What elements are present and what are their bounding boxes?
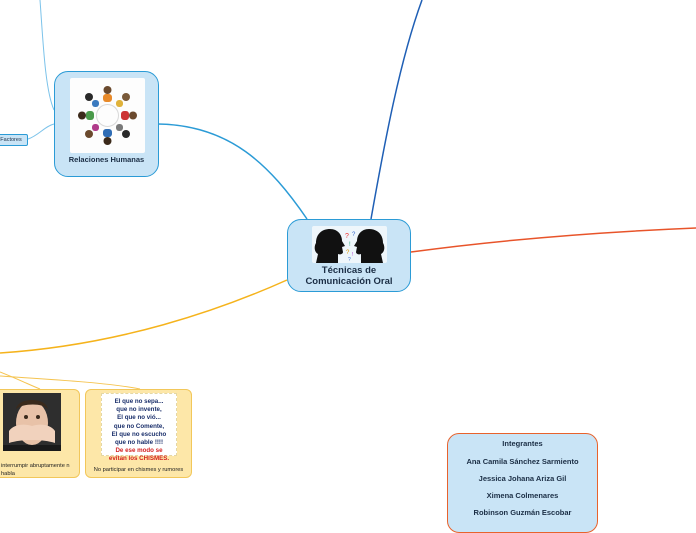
quote-line: El que no escucho	[111, 430, 167, 438]
quote-line-highlight: evitan los CHISMES.	[108, 455, 170, 463]
interrupt-card-text: interrumpir abruptamente n habla	[1, 463, 70, 477]
quote-line: El que no vió...	[117, 414, 161, 422]
chismes-quote-image: El que no sepa... que no invente, El que…	[101, 393, 177, 462]
svg-text:?: ?	[348, 257, 351, 263]
branch-top-left	[39, 0, 55, 111]
people-circle-image	[70, 78, 145, 153]
two-heads-image: ? ! ? ? ! ?	[312, 226, 387, 263]
man-covering-mouth-image	[3, 393, 61, 451]
relaciones-humanas-title: Relaciones Humanas	[68, 155, 145, 164]
relaciones-humanas-node[interactable]: Relaciones Humanas	[54, 71, 159, 177]
svg-text:?: ?	[345, 233, 349, 240]
branch-cards-b	[0, 375, 141, 390]
interrupt-card[interactable]: interrumpir abruptamente n habla	[0, 389, 80, 478]
integrantes-node[interactable]: Integrantes Ana Camila Sánchez Sarmiento…	[447, 433, 598, 533]
chismes-card-text: No participar en chismes y rumores	[93, 467, 184, 473]
connector-lines	[0, 0, 696, 390]
svg-text:!: !	[352, 252, 353, 258]
quote-line: que no hable !!!!	[114, 439, 164, 447]
factores-node[interactable]: Factores	[0, 134, 28, 146]
central-topic-title: Técnicas de Comunicación Oral	[305, 265, 393, 287]
branch-bottom-left	[0, 279, 288, 354]
quote-line: El que no sepa...	[114, 398, 164, 405]
member-name: Robinson Guzmán Escobar	[473, 508, 572, 517]
svg-text:?: ?	[352, 232, 356, 238]
branch-relaciones	[157, 123, 308, 220]
member-name: Jessica Johana Ariza Gil	[478, 474, 567, 483]
chismes-card[interactable]: El que no sepa... que no invente, El que…	[85, 389, 192, 478]
integrantes-title: Integrantes	[502, 439, 543, 448]
branch-right	[410, 227, 696, 253]
member-name: Ximena Colmenares	[486, 491, 559, 500]
quote-line: que no invente,	[116, 406, 162, 414]
quote-line-highlight: De ese modo se	[115, 447, 163, 455]
quote-line: que no Comente,	[113, 422, 165, 430]
branch-cards-a	[0, 371, 41, 390]
svg-text:!: !	[349, 242, 351, 248]
branch-top	[370, 0, 423, 220]
member-name: Ana Camila Sánchez Sarmiento	[466, 457, 579, 466]
svg-text:?: ?	[346, 250, 350, 256]
branch-factores	[27, 123, 55, 140]
central-topic-node[interactable]: ? ! ? ? ! ? Técnicas de Comunicación Ora…	[287, 219, 411, 292]
